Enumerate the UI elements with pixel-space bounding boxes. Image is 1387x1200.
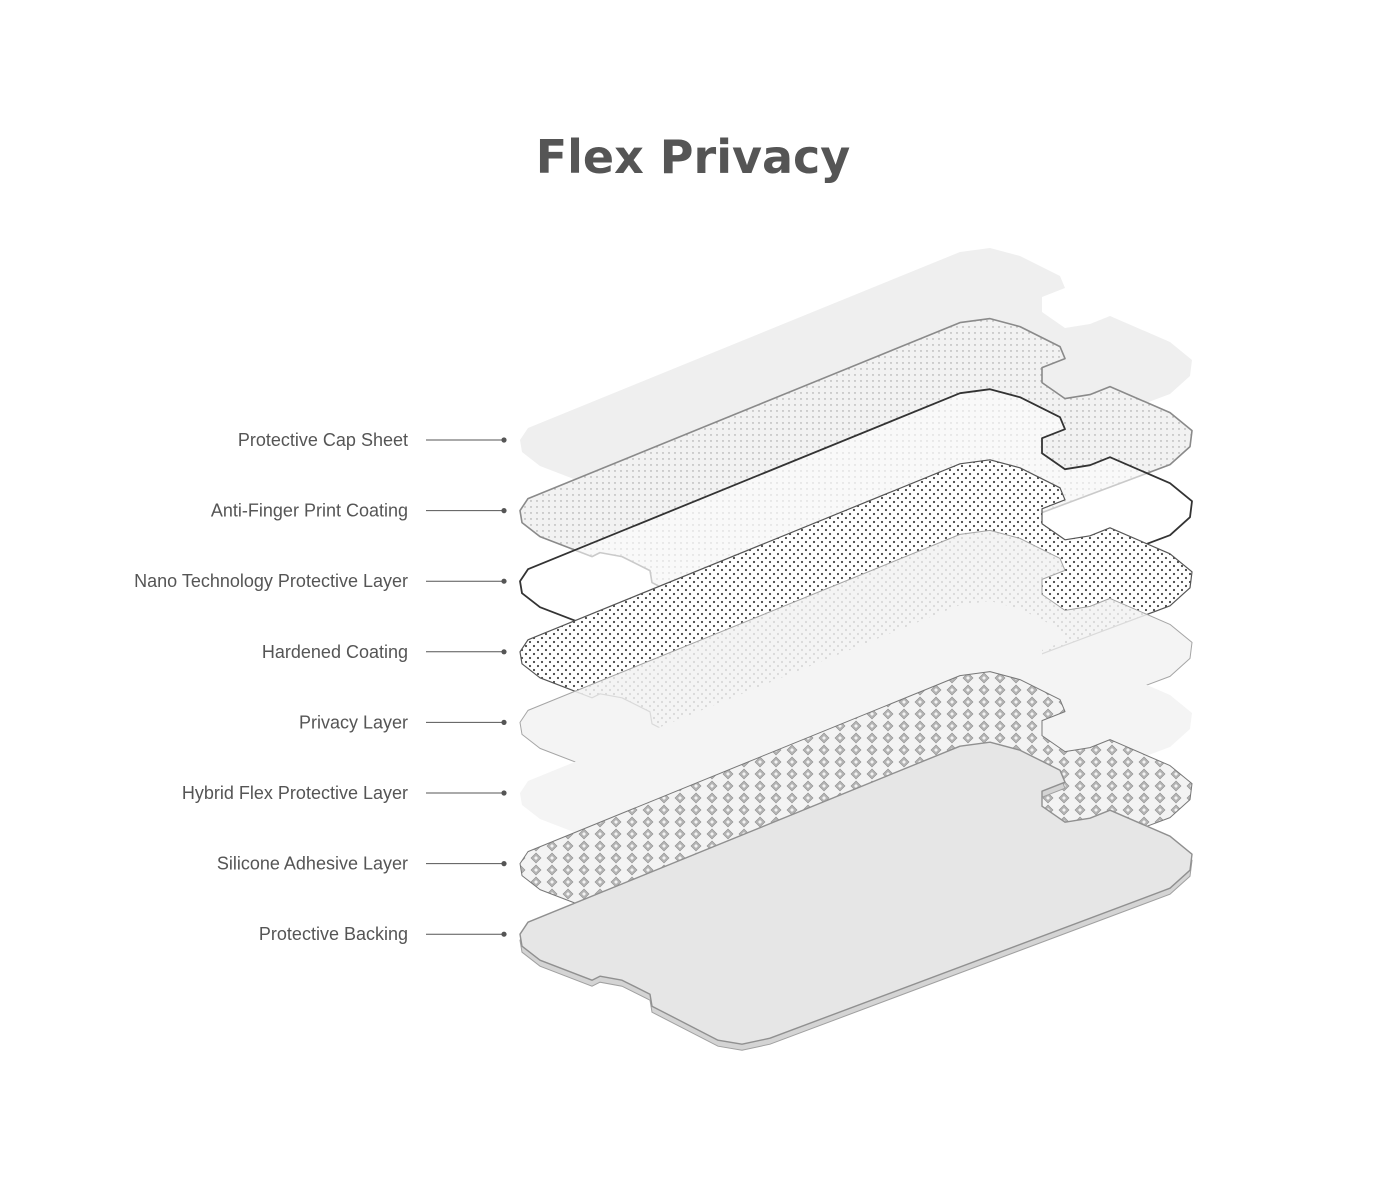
layer-label-6: Hybrid Flex Protective Layer xyxy=(182,783,408,803)
layer-label-5: Privacy Layer xyxy=(299,712,408,732)
leader-dot-3 xyxy=(501,578,507,584)
layer-label-8: Protective Backing xyxy=(259,924,408,944)
leader-dot-2 xyxy=(501,508,507,514)
layer-stack xyxy=(519,248,1193,1051)
layer-label-4: Hardened Coating xyxy=(262,642,408,662)
layer-shape-8 xyxy=(519,741,1193,1045)
leader-dot-8 xyxy=(501,931,507,937)
diagram-title: Flex Privacy xyxy=(536,130,851,184)
leader-dot-1 xyxy=(501,437,507,443)
leader-dot-6 xyxy=(501,790,507,796)
leader-dot-7 xyxy=(501,861,507,867)
leader-dot-5 xyxy=(501,719,507,726)
layer-label-7: Silicone Adhesive Layer xyxy=(217,854,408,874)
layer-label-2: Anti-Finger Print Coating xyxy=(211,501,408,521)
layer-label-1: Protective Cap Sheet xyxy=(238,430,408,450)
layer-label-3: Nano Technology Protective Layer xyxy=(134,571,408,591)
leader-dot-4 xyxy=(501,649,507,655)
